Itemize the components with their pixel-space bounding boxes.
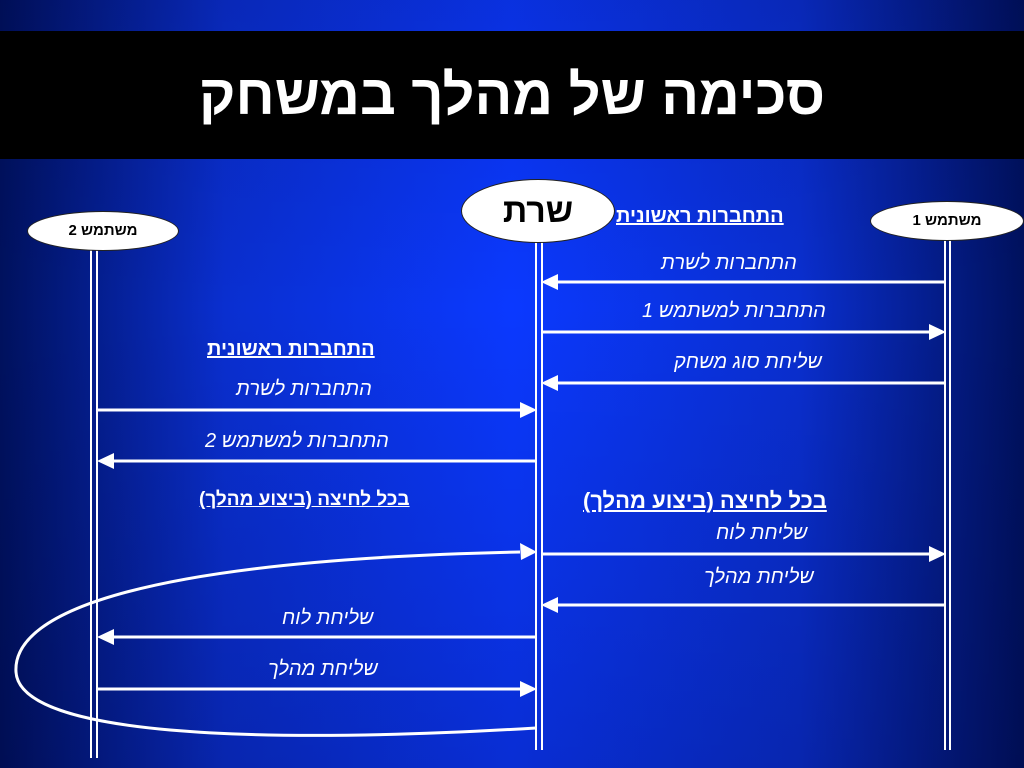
right-initial-connection-heading: התחברות ראשונית	[616, 205, 784, 227]
lifeline-server	[535, 238, 543, 750]
loop-back-arrow	[14, 543, 537, 737]
arrow-server-to-user2-connect	[97, 453, 536, 469]
right-msg-connect-user: התחברות למשתמש 1	[642, 300, 826, 322]
left-msg-connect-server: התחברות לשרת	[236, 378, 372, 400]
right-msg-connect-server: התחברות לשרת	[661, 252, 797, 274]
page-title: סכימה של מהלך במשחק	[198, 63, 826, 126]
right-msg-send-board: שליחת לוח	[716, 522, 808, 544]
arrow-user2-to-server-move	[97, 681, 537, 697]
left-loop-heading: בכל לחיצה (ביצוע מהלך)	[199, 489, 410, 510]
arrow-user1-to-server-move	[541, 597, 945, 613]
actor-user2: משתמש 2	[27, 211, 179, 251]
arrow-server-to-user2-board	[97, 629, 536, 645]
arrow-server-to-user1-board	[542, 546, 946, 562]
actor-user1: משתמש 1	[870, 201, 1024, 241]
left-msg-send-board: שליחת לוח	[282, 607, 374, 629]
right-loop-heading: בכל לחיצה (ביצוע מהלך)	[583, 488, 827, 513]
arrow-server-to-user1-connect	[542, 324, 946, 340]
lifeline-user1	[944, 238, 951, 750]
title-bar: סכימה של מהלך במשחק	[0, 31, 1024, 159]
actor-server: שרת	[461, 179, 615, 243]
arrow-user2-to-server-connect	[97, 402, 537, 418]
left-msg-connect-user: התחברות למשתמש 2	[205, 430, 389, 452]
left-msg-send-move: שליחת מהלך	[268, 658, 378, 680]
lifeline-user2	[90, 248, 98, 758]
right-msg-send-move: שליחת מהלך	[704, 566, 814, 588]
arrow-user1-to-server-connect	[541, 274, 945, 290]
right-msg-send-game-type: שליחת סוג משחק	[674, 351, 822, 373]
left-initial-connection-heading: התחברות ראשונית	[207, 338, 375, 360]
arrow-user1-to-server-game-type	[541, 375, 945, 391]
